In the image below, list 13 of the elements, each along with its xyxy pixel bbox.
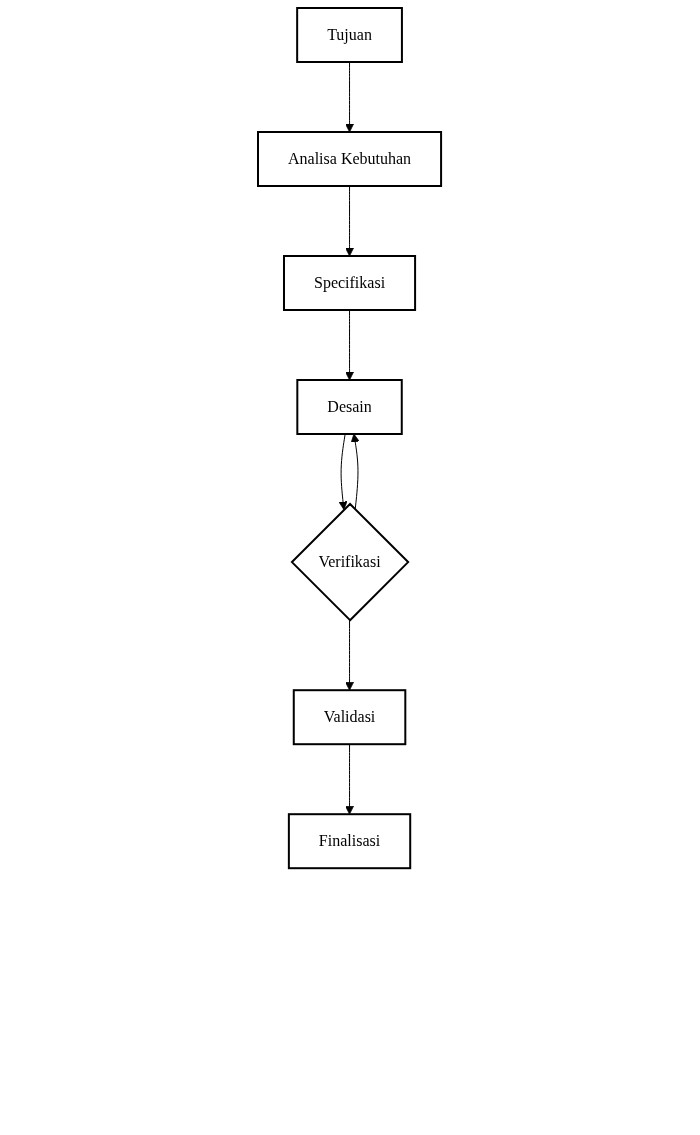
arrow [345, 61, 355, 133]
node-box: Validasi [293, 689, 407, 746]
node-box: Desain [296, 379, 404, 435]
arrow [339, 433, 348, 511]
node-box: Tujuan [296, 7, 404, 63]
node-box: Analisa Kebutuhan [257, 131, 443, 187]
node-box: Finalisasi [288, 813, 412, 870]
node-box: Specifikasi [283, 255, 417, 311]
arrow [345, 743, 355, 815]
arrow [345, 185, 355, 257]
arrow [345, 619, 355, 691]
arrow [345, 309, 355, 381]
node-diamond: Verifikasi [290, 502, 410, 622]
